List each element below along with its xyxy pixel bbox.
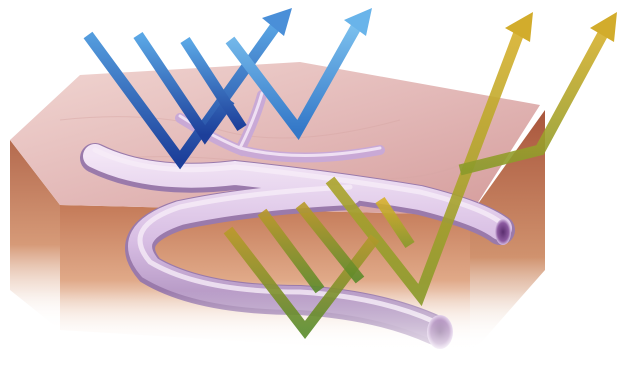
vessel-opening-right	[495, 219, 511, 245]
